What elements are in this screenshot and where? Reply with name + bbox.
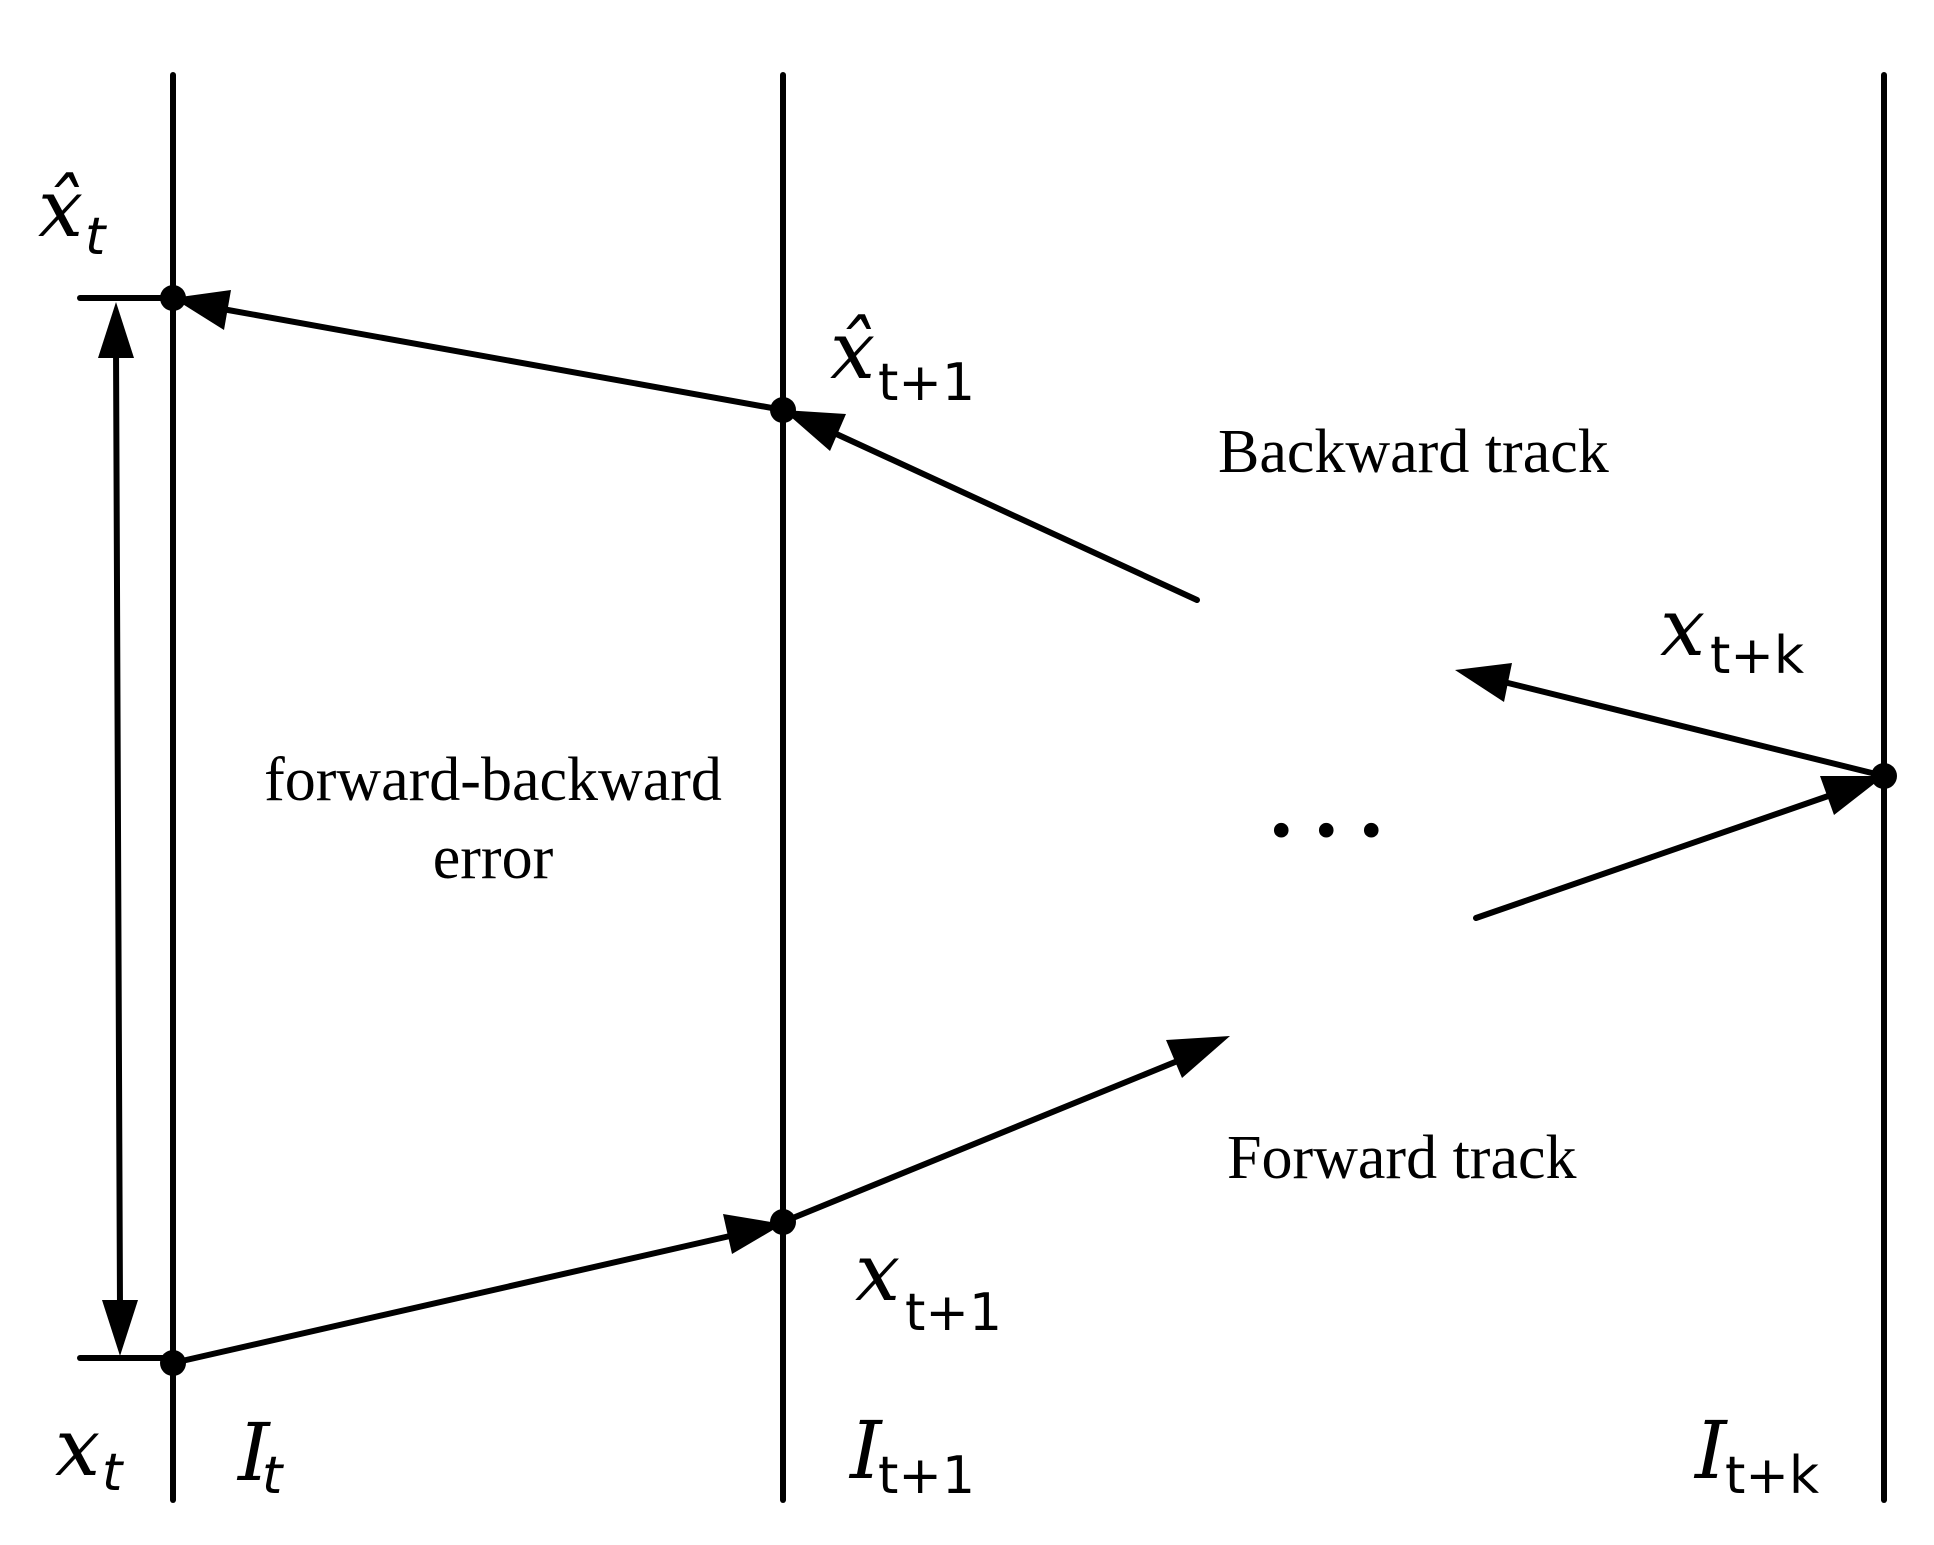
point-x-t (160, 1350, 186, 1376)
point-x-t1 (770, 1209, 796, 1235)
forward-arrow-t-to-t1 (170, 1214, 783, 1366)
label-frame-tk: I t+k (1693, 1404, 1819, 1506)
point-xhat-t1 (770, 397, 796, 423)
svg-text:I: I (236, 1406, 271, 1499)
svg-text:t: t (262, 1446, 284, 1506)
backward-arrow-t1-to-t (173, 290, 786, 413)
point-x-tk (1871, 763, 1897, 789)
label-x-t1: x t+1 (855, 1226, 1002, 1343)
label-x-tk: x t+k (1660, 581, 1804, 686)
forward-arrow-ellipsis-to-tk (1473, 776, 1884, 921)
svg-text:t+1: t+1 (878, 1446, 975, 1506)
forward-arrow-t1-to-ellipsis (780, 1036, 1230, 1225)
svg-text:t+1: t+1 (878, 353, 975, 413)
svg-text:t: t (102, 1443, 124, 1503)
svg-text:x: x (1660, 581, 1705, 674)
svg-text:t: t (85, 207, 107, 267)
label-frame-t: I t (236, 1406, 284, 1506)
svg-text:t+1: t+1 (905, 1283, 1002, 1343)
fb-error-label-line1: forward-backward (264, 746, 722, 814)
backward-arrow-tk-to-ellipsis (1455, 663, 1887, 779)
label-xhat-t1: x̂ t+1 (830, 304, 975, 413)
svg-text:x: x (55, 1401, 100, 1494)
label-x-t: x t (55, 1401, 124, 1503)
svg-text:x: x (855, 1226, 900, 1319)
fb-error-label-line2: error (433, 824, 554, 892)
label-frame-t1: I t+1 (848, 1404, 975, 1506)
svg-text:t+k: t+k (1725, 1446, 1819, 1506)
backward-track-label: Backward track (1218, 418, 1609, 486)
svg-text:I: I (848, 1404, 883, 1497)
label-xhat-t: x̂ t (38, 162, 107, 267)
backward-arrow-ellipsis-to-t1 (783, 410, 1200, 603)
forward-track-label: Forward track (1227, 1124, 1576, 1192)
svg-text:x̂: x̂ (830, 304, 875, 397)
error-double-arrow (98, 302, 138, 1356)
ellipsis: . . . (1270, 757, 1383, 856)
svg-text:x̂: x̂ (38, 162, 83, 255)
point-xhat-t (160, 285, 186, 311)
svg-text:t+k: t+k (1710, 626, 1804, 686)
svg-text:I: I (1693, 1404, 1728, 1497)
